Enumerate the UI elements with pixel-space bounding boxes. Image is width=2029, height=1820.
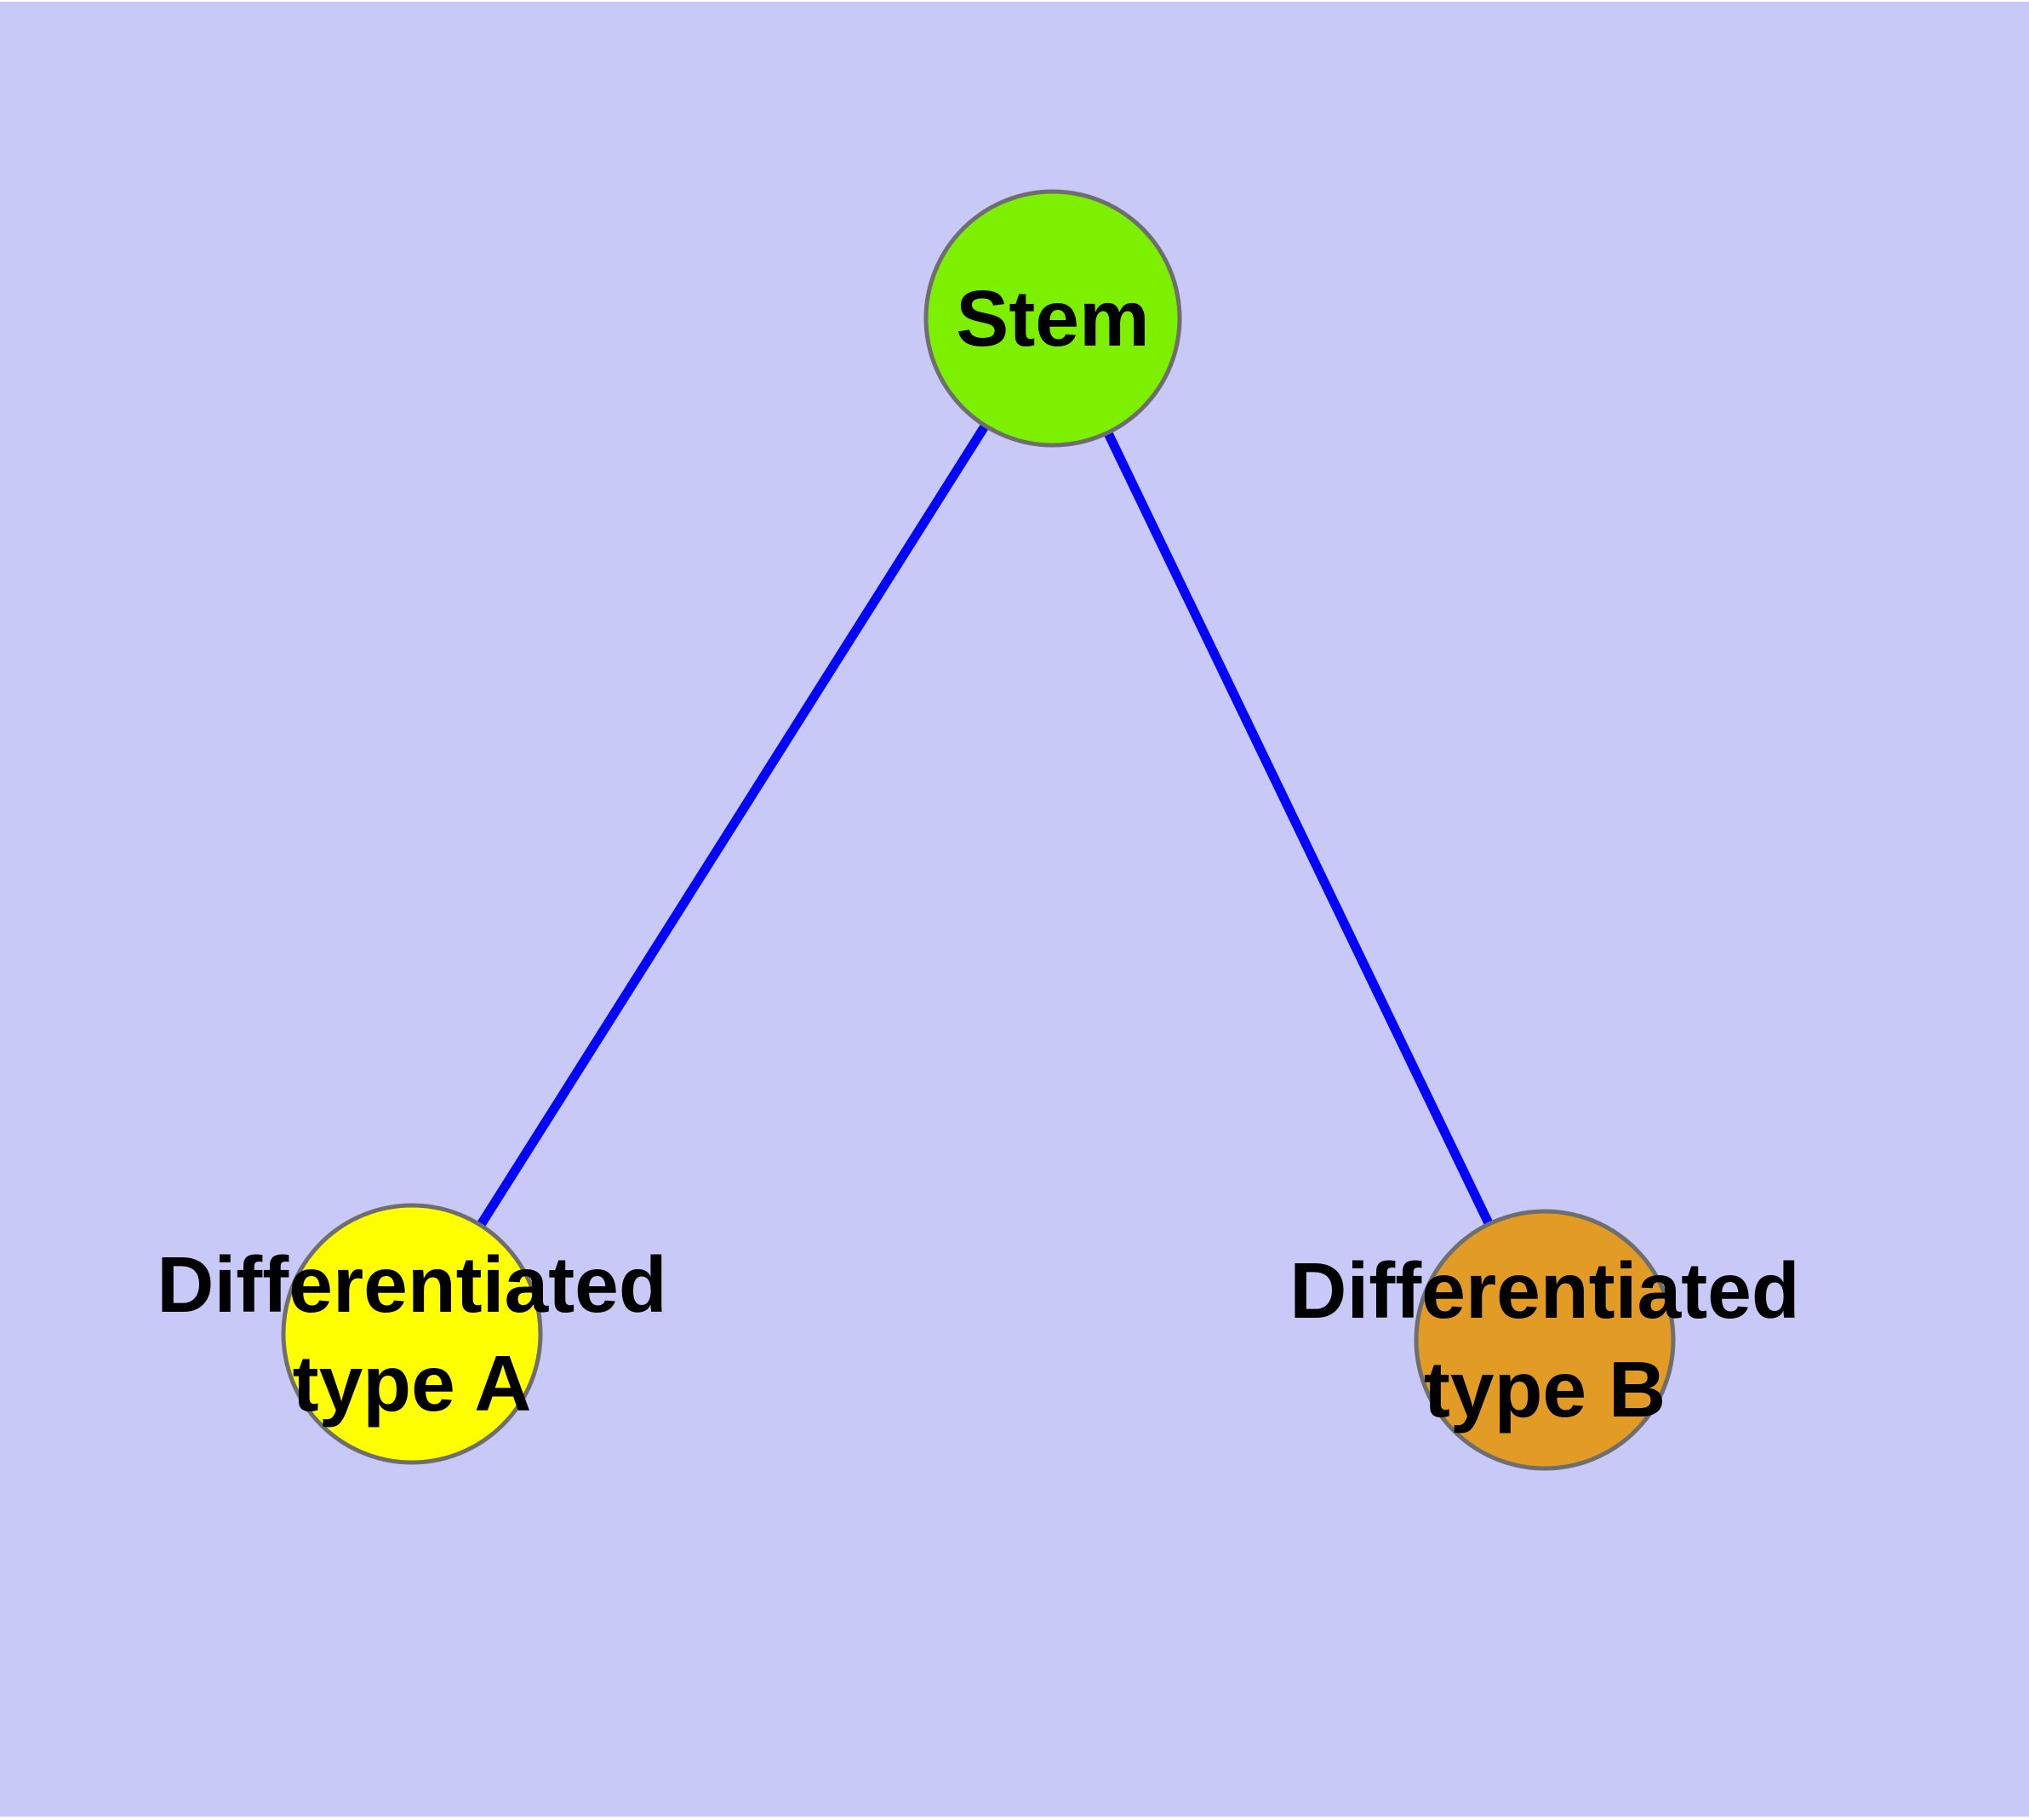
node-circle-differentiated-type-a: [281, 1203, 543, 1465]
node-circle-differentiated-type-b: [1414, 1209, 1676, 1471]
edge-stem-to-differentiated-type-a: [408, 316, 1057, 1336]
node-circle-stem: [923, 189, 1182, 448]
edge-stem-to-differentiated-type-b: [1049, 316, 1549, 1342]
